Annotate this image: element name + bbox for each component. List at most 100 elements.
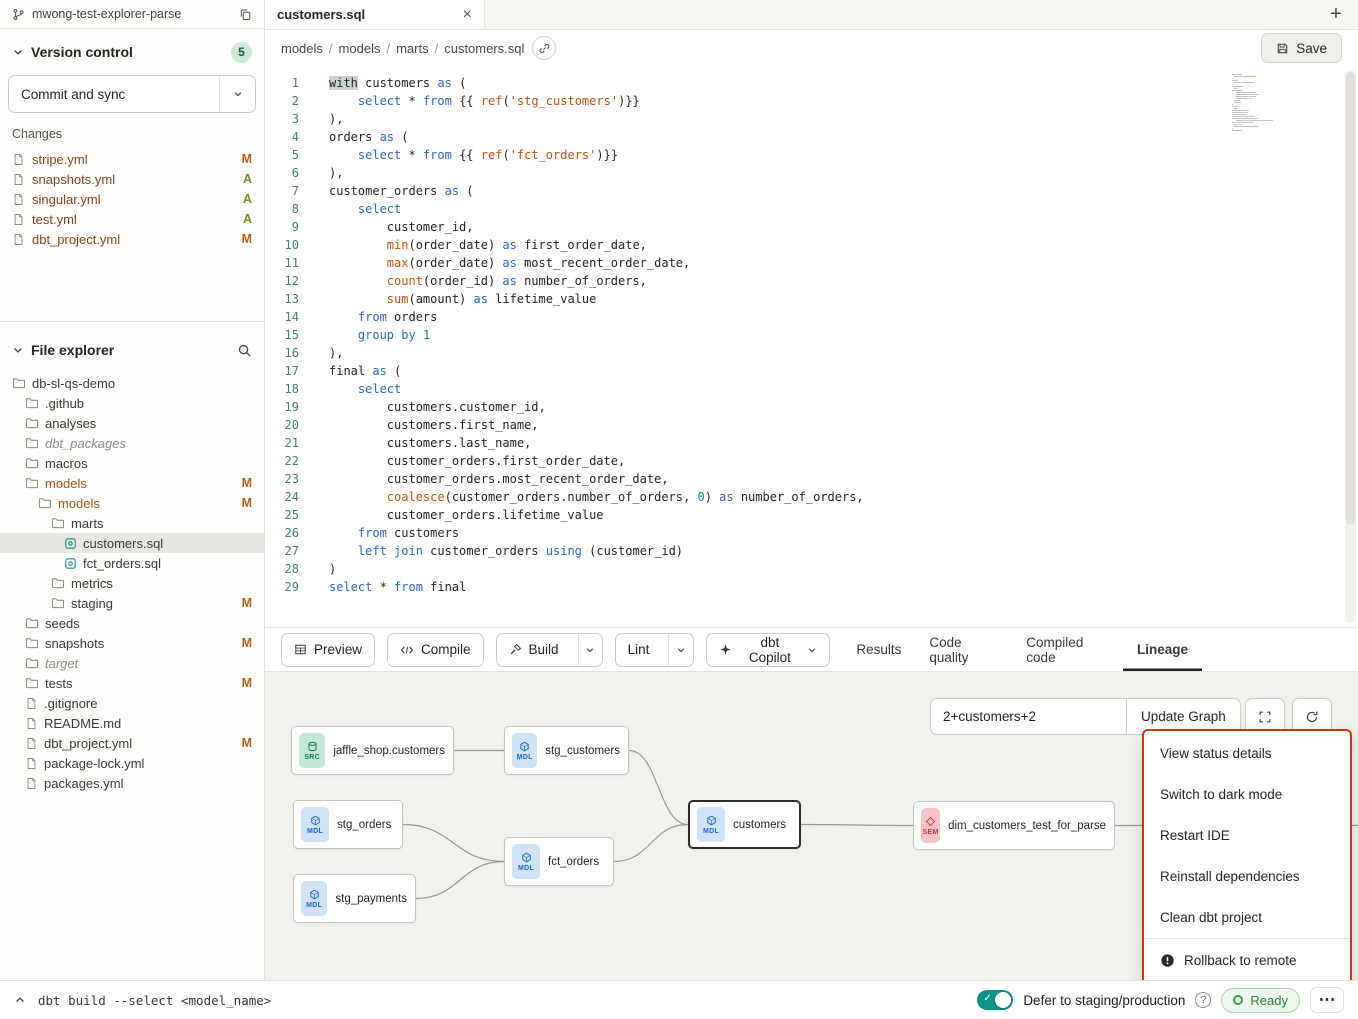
- close-tab-icon[interactable]: ×: [463, 7, 472, 23]
- tree-item-label: dbt_packages: [45, 436, 126, 451]
- chevron-down-icon: [676, 645, 686, 655]
- tree-item--github[interactable]: .github: [0, 393, 264, 413]
- tree-item-target[interactable]: target: [0, 653, 264, 673]
- lint-options-button[interactable]: [668, 634, 693, 666]
- minimap[interactable]: [1232, 74, 1290, 132]
- help-icon[interactable]: ?: [1195, 992, 1211, 1008]
- lineage-node-stg-orders[interactable]: MDLstg_orders: [293, 800, 403, 849]
- tab-compiled-code[interactable]: Compiled code: [1012, 628, 1123, 671]
- breadcrumb-item[interactable]: models: [339, 41, 381, 56]
- breadcrumb-item[interactable]: models: [281, 41, 323, 56]
- file-explorer-header[interactable]: File explorer: [0, 335, 264, 365]
- lineage-node-customers[interactable]: MDLcustomers: [688, 800, 801, 849]
- project-selector[interactable]: mwong-test-explorer-parse: [0, 0, 264, 29]
- tree-item-label: analyses: [45, 416, 96, 431]
- editor-scrollbar[interactable]: [1345, 70, 1356, 623]
- menu-item-reinstall-dependencies[interactable]: Reinstall dependencies: [1144, 856, 1350, 897]
- folder-icon: [51, 516, 65, 530]
- tree-item-fct-orders-sql[interactable]: fct_orders.sql: [0, 553, 264, 573]
- tree-item--gitignore[interactable]: .gitignore: [0, 693, 264, 713]
- tab-customers-sql[interactable]: customers.sql ×: [265, 0, 485, 29]
- menu-item-view-status-details[interactable]: View status details: [1144, 733, 1350, 774]
- tree-item-analyses[interactable]: analyses: [0, 413, 264, 433]
- scrollbar-thumb[interactable]: [1346, 72, 1355, 525]
- menu-item-restart-ide[interactable]: Restart IDE: [1144, 815, 1350, 856]
- line-number: 18: [265, 380, 299, 398]
- changed-file-singular-yml[interactable]: singular.ymlA: [0, 189, 264, 209]
- tree-item-package-lock-yml[interactable]: package-lock.yml: [0, 753, 264, 773]
- tree-item-models[interactable]: modelsM: [0, 473, 264, 493]
- code-editor[interactable]: 1234567891011121314151617181920212223242…: [265, 66, 1358, 628]
- version-control-title: Version control: [31, 44, 133, 60]
- tree-item-dbt-packages[interactable]: dbt_packages: [0, 433, 264, 453]
- mdl-type-icon: MDL: [697, 807, 725, 842]
- lineage-node-stg-payments[interactable]: MDLstg_payments: [293, 874, 416, 923]
- more-options-button[interactable]: ⋯: [1310, 987, 1344, 1013]
- lint-button[interactable]: Lint: [615, 633, 695, 667]
- lineage-node-dim-customers[interactable]: SEMdim_customers_test_for_parse: [913, 801, 1115, 850]
- tree-item-seeds[interactable]: seeds: [0, 613, 264, 633]
- line-number: 24: [265, 488, 299, 506]
- build-button[interactable]: Build: [496, 633, 603, 667]
- save-button[interactable]: Save: [1261, 33, 1342, 63]
- tree-item-metrics[interactable]: metrics: [0, 573, 264, 593]
- breadcrumb-item[interactable]: marts: [396, 41, 429, 56]
- commit-and-sync-button[interactable]: Commit and sync: [8, 75, 256, 113]
- tab-code-quality[interactable]: Code quality: [915, 628, 1012, 671]
- changed-file-snapshots-yml[interactable]: snapshots.ymlA: [0, 169, 264, 189]
- new-tab-button[interactable]: +: [1314, 0, 1358, 29]
- changed-file-test-yml[interactable]: test.ymlA: [0, 209, 264, 229]
- code-line: customer_orders.lifetime_value: [329, 506, 1358, 524]
- lineage-node-label: stg_orders: [337, 819, 391, 831]
- changed-file-dbt-project-yml[interactable]: dbt_project.ymlM: [0, 229, 264, 249]
- lineage-node-stg-customers[interactable]: MDLstg_customers: [504, 726, 629, 775]
- file-explorer-section: File explorer db-sl-qs-demo.github analys…: [0, 327, 264, 980]
- folder-icon: [12, 376, 26, 390]
- preview-button[interactable]: Preview: [281, 633, 375, 667]
- menu-item-switch-to-dark-mode[interactable]: Switch to dark mode: [1144, 774, 1350, 815]
- tree-item-dbt-project-yml[interactable]: dbt_project.ymlM: [0, 733, 264, 753]
- copilot-sparkle-icon: [719, 643, 732, 656]
- code-line: final as (: [329, 362, 1358, 380]
- compile-button[interactable]: Compile: [387, 633, 484, 667]
- tree-item-marts[interactable]: marts: [0, 513, 264, 533]
- cli-command-input[interactable]: dbt build --select <model_name>: [38, 993, 271, 1008]
- lineage-node-fct-orders[interactable]: MDLfct_orders: [504, 837, 614, 886]
- tab-results[interactable]: Results: [842, 628, 915, 671]
- tree-item-readme-md[interactable]: README.md: [0, 713, 264, 733]
- tree-item-customers-sql[interactable]: customers.sql: [0, 533, 264, 553]
- copy-icon[interactable]: [239, 8, 252, 21]
- breadcrumb-item[interactable]: customers.sql: [444, 41, 524, 56]
- tree-item-db-sl-qs-demo[interactable]: db-sl-qs-demo: [0, 373, 264, 393]
- tree-item-snapshots[interactable]: snapshotsM: [0, 633, 264, 653]
- tree-item-models[interactable]: modelsM: [0, 493, 264, 513]
- line-number: 17: [265, 362, 299, 380]
- menu-item-rollback-to-remote[interactable]: Rollback to remote: [1144, 938, 1350, 980]
- tree-item-packages-yml[interactable]: packages.yml: [0, 773, 264, 793]
- expand-panel-icon[interactable]: [14, 994, 26, 1006]
- code-line: customer_id,: [329, 218, 1358, 236]
- code-line: orders as (: [329, 128, 1358, 146]
- fullscreen-icon: [1258, 710, 1272, 724]
- code-area[interactable]: with customers as ( select * from {{ ref…: [311, 74, 1358, 627]
- tree-item-macros[interactable]: macros: [0, 453, 264, 473]
- file-status-badge: M: [242, 152, 252, 166]
- lineage-selector-input[interactable]: [931, 699, 1126, 734]
- menu-item-clean-dbt-project[interactable]: Clean dbt project: [1144, 897, 1350, 938]
- lineage-node-src-customers[interactable]: SRCjaffle_shop.customers: [291, 726, 454, 775]
- tree-item-staging[interactable]: stagingM: [0, 593, 264, 613]
- folder-icon: [38, 496, 52, 510]
- tree-item-tests[interactable]: testsM: [0, 673, 264, 693]
- lineage-node-label: stg_customers: [545, 745, 620, 757]
- build-options-button[interactable]: [578, 634, 602, 666]
- defer-toggle[interactable]: ✓: [977, 990, 1013, 1010]
- dbt-copilot-button[interactable]: dbt Copilot: [706, 633, 830, 667]
- file-status-badge: M: [242, 476, 252, 490]
- search-icon[interactable]: [237, 343, 252, 358]
- commit-options-button[interactable]: [219, 76, 255, 112]
- status-ready-label: Ready: [1250, 993, 1288, 1008]
- open-link-icon[interactable]: [532, 36, 556, 60]
- version-control-header[interactable]: Version control 5: [0, 37, 264, 67]
- changed-file-stripe-yml[interactable]: stripe.ymlM: [0, 149, 264, 169]
- tab-lineage[interactable]: Lineage: [1123, 628, 1202, 671]
